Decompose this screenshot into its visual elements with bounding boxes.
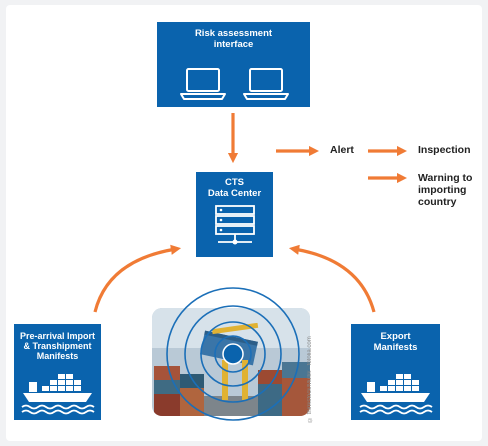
cts-label-line1: CTS xyxy=(225,177,244,188)
alert-label: Alert xyxy=(330,144,354,156)
import-title: Pre-arrival Import & Transhipment Manife… xyxy=(14,324,101,361)
import-label-line3: Manifests xyxy=(36,351,79,361)
export-label-line1: Export xyxy=(380,331,411,342)
warning-line3: country xyxy=(418,196,457,208)
risk-assessment-box: Risk assessment interface xyxy=(157,22,310,107)
container-crane-photo xyxy=(152,287,310,421)
risk-label-line2: interface xyxy=(213,39,254,50)
import-manifests-box: Pre-arrival Import & Transhipment Manife… xyxy=(14,324,101,420)
export-title: Export Manifests xyxy=(351,324,440,353)
laptop-icon xyxy=(179,67,227,101)
warning-line1: Warning to xyxy=(418,172,473,184)
laptop-icon xyxy=(242,67,290,101)
warning-label: Warning to importing country xyxy=(418,172,472,208)
risk-assessment-title: Risk assessment interface xyxy=(157,22,310,50)
cts-title: CTS Data Center xyxy=(196,172,273,199)
cts-label-line2: Data Center xyxy=(207,188,262,199)
arrow-export-to-cts xyxy=(288,244,376,313)
cts-data-center-box: CTS Data Center xyxy=(196,172,273,257)
export-label-line2: Manifests xyxy=(373,342,418,353)
import-label-line2: & Transhipment xyxy=(23,341,92,351)
import-label-line1: Pre-arrival Import xyxy=(19,331,96,341)
warning-line2: importing xyxy=(418,184,467,196)
server-icon xyxy=(210,204,260,250)
cargo-ship-icon xyxy=(358,368,434,416)
cargo-ship-icon xyxy=(20,368,96,416)
arrow-import-to-cts xyxy=(93,244,182,313)
risk-label-line1: Risk assessment xyxy=(194,28,273,39)
inspection-label: Inspection xyxy=(418,144,471,156)
export-manifests-box: Export Manifests xyxy=(351,324,440,420)
